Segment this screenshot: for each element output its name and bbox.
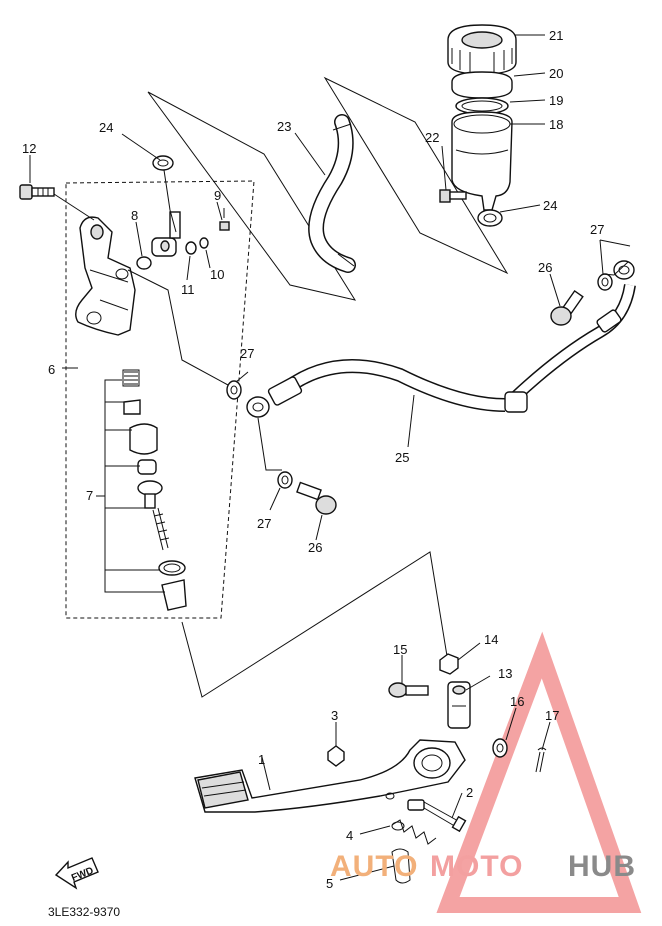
push-rod bbox=[137, 480, 170, 551]
copper-washer-27b bbox=[277, 471, 293, 489]
bolt-15 bbox=[388, 682, 429, 698]
reference-outline-reservoir bbox=[323, 76, 509, 275]
forward-arrow-icon: FWD bbox=[54, 857, 99, 890]
part-label-10: 10 bbox=[210, 267, 224, 282]
part-label-27-right: 27 bbox=[590, 222, 604, 237]
spring-clip-5 bbox=[391, 848, 411, 884]
part-label-26-right: 26 bbox=[538, 260, 552, 275]
part-label-17: 17 bbox=[545, 708, 559, 723]
part-label-15: 15 bbox=[393, 642, 407, 657]
watermark-part-2: MOTO bbox=[430, 850, 523, 883]
diaphragm-plate bbox=[451, 71, 513, 99]
piston bbox=[129, 423, 158, 455]
part-label-1: 1 bbox=[258, 752, 265, 767]
banjo-fitting bbox=[151, 211, 181, 257]
circlip bbox=[158, 560, 186, 576]
part-label-21: 21 bbox=[549, 28, 563, 43]
spring bbox=[122, 369, 140, 387]
part-label-7: 7 bbox=[86, 488, 93, 503]
part-label-16: 16 bbox=[510, 694, 524, 709]
screw-9 bbox=[219, 208, 230, 231]
watermark-text: AUTO MOTO HUB bbox=[330, 850, 636, 883]
assembly-dashed-outline bbox=[65, 180, 255, 619]
nut-14 bbox=[439, 653, 459, 675]
washer-10 bbox=[199, 237, 209, 249]
part-label-4: 4 bbox=[346, 828, 353, 843]
watermark-part-3: HUB bbox=[568, 850, 636, 883]
leader-lines bbox=[29, 34, 631, 881]
brake-pedal bbox=[194, 739, 466, 813]
cotter-pin-17 bbox=[535, 747, 547, 773]
o-ring-8 bbox=[136, 256, 152, 270]
part-label-24-lower: 24 bbox=[543, 198, 557, 213]
union-bolt-26b bbox=[550, 289, 584, 326]
part-label-14: 14 bbox=[484, 632, 498, 647]
part-label-20: 20 bbox=[549, 66, 563, 81]
part-label-24-upper: 24 bbox=[99, 120, 113, 135]
part-label-11: 11 bbox=[181, 282, 195, 297]
part-label-19: 19 bbox=[549, 93, 563, 108]
hose-clip-lower bbox=[477, 209, 503, 227]
copper-washer-27c bbox=[597, 273, 613, 291]
washer-11 bbox=[185, 241, 197, 255]
clevis-13 bbox=[447, 681, 471, 729]
part-label-22: 22 bbox=[425, 130, 439, 145]
secondary-cup bbox=[137, 459, 157, 475]
part-label-27-lower: 27 bbox=[257, 516, 271, 531]
reservoir-cap bbox=[447, 24, 517, 75]
watermark-logo bbox=[436, 631, 642, 913]
reference-outline-upper bbox=[147, 91, 357, 301]
master-cylinder-body bbox=[75, 216, 136, 336]
part-label-13: 13 bbox=[498, 666, 512, 681]
part-label-12: 12 bbox=[22, 141, 36, 156]
cup-seal bbox=[123, 399, 141, 415]
part-label-3: 3 bbox=[331, 708, 338, 723]
copper-washer-27a bbox=[226, 380, 242, 400]
part-label-18: 18 bbox=[549, 117, 563, 132]
reservoir-hose bbox=[308, 114, 356, 273]
part-label-23: 23 bbox=[277, 119, 291, 134]
washer-16 bbox=[492, 738, 508, 758]
pivot-shaft-2 bbox=[407, 799, 467, 833]
drawing-code: 3LE332-9370 bbox=[48, 905, 120, 919]
bolt-12 bbox=[19, 184, 55, 200]
part-label-27-left: 27 bbox=[240, 346, 254, 361]
part-label-5: 5 bbox=[326, 876, 333, 891]
watermark-part-1: AUTO bbox=[330, 850, 418, 883]
dust-boot bbox=[161, 579, 187, 611]
nut-3 bbox=[327, 745, 345, 767]
part-label-6: 6 bbox=[48, 362, 55, 377]
return-spring-4 bbox=[391, 819, 437, 845]
reservoir-body bbox=[451, 111, 513, 211]
part-label-25: 25 bbox=[395, 450, 409, 465]
part-label-2: 2 bbox=[466, 785, 473, 800]
bracket-7 bbox=[104, 379, 165, 593]
union-bolt-26a bbox=[296, 481, 337, 515]
part-label-8: 8 bbox=[131, 208, 138, 223]
bolt-22 bbox=[439, 189, 467, 203]
hose-clip-upper bbox=[152, 155, 174, 171]
reference-outline-pedal bbox=[181, 551, 448, 698]
part-label-9: 9 bbox=[214, 188, 221, 203]
brake-hose bbox=[246, 260, 636, 418]
part-label-26-lower: 26 bbox=[308, 540, 322, 555]
